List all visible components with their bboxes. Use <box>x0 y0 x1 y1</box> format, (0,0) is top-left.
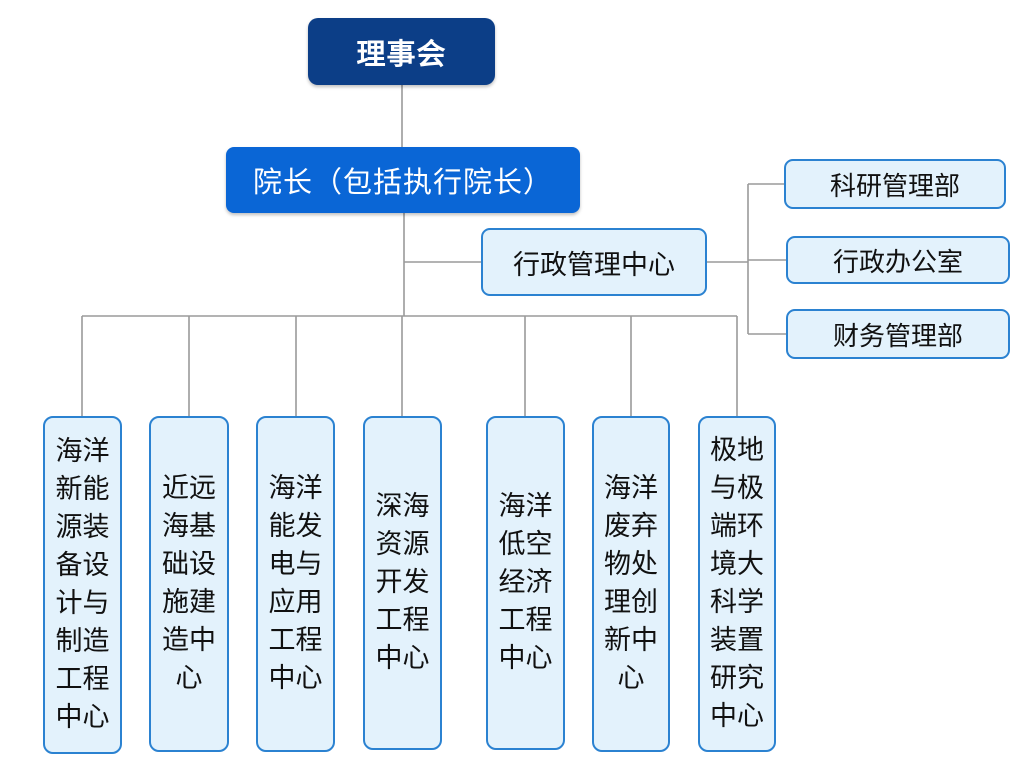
center-label: 近远海基础设施建造中心 <box>162 473 216 694</box>
center-node: 海洋低空经济工程中心 <box>486 416 565 750</box>
center-node: 海洋能发电与应用工程中心 <box>256 416 335 752</box>
center-label: 极地与极端环境大科学装置研究中心 <box>710 435 764 732</box>
center-node: 海洋废弃物处理创新中心 <box>592 416 670 752</box>
center-node: 深海资源开发工程中心 <box>363 416 442 750</box>
center-label: 海洋低空经济工程中心 <box>498 491 553 674</box>
center-node: 近远海基础设施建造中心 <box>149 416 229 752</box>
center-label: 海洋废弃物处理创新中心 <box>604 473 658 694</box>
center-label: 海洋能发电与应用工程中心 <box>268 473 323 694</box>
board-node: 理事会 <box>308 18 495 85</box>
center-label: 海洋新能源装备设计与制造工程中心 <box>55 436 110 733</box>
dept-administrative-office: 行政办公室 <box>786 236 1010 284</box>
center-node: 海洋新能源装备设计与制造工程中心 <box>43 416 122 754</box>
center-label: 深海资源开发工程中心 <box>375 491 430 674</box>
center-node: 极地与极端环境大科学装置研究中心 <box>698 416 776 752</box>
dept-finance-management: 财务管理部 <box>786 309 1010 359</box>
dean-node: 院长（包括执行院长） <box>226 147 580 213</box>
dept-research-management: 科研管理部 <box>784 159 1006 209</box>
admin-center-node: 行政管理中心 <box>481 228 707 296</box>
